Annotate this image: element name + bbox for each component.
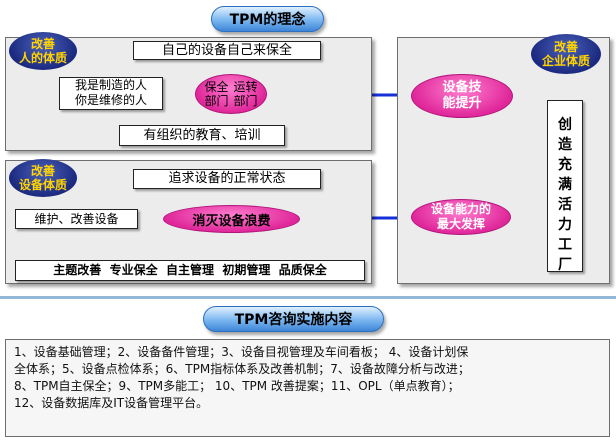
normal-state-box: 追求设备的正常状态 (133, 169, 321, 189)
activities-box: 主题改善 专业保全 自主管理 初期管理 品质保全 (15, 260, 365, 281)
enterprise-improvement-ellipse: 改善 企业体质 (531, 34, 601, 74)
people-improvement-ellipse: 改善 人的体质 (9, 32, 77, 70)
content-box: 1、设备基础管理；2、设备备件管理；3、设备目视管理及车间看板； 4、设备计划保… (5, 339, 610, 437)
max-capability-ellipse: 设备能力的 最大发挥 (411, 199, 511, 235)
bottom-title: TPM咨询实施内容 (203, 306, 384, 332)
section-divider (0, 296, 616, 299)
equipment-improvement-ellipse: 改善 设备体质 (9, 159, 77, 197)
maker-box: 我是制造的人 你是维修的人 (59, 77, 163, 110)
maker-line-2: 你是维修的人 (74, 93, 147, 107)
maintain-box: 维护、改善设备 (15, 209, 138, 229)
eliminate-waste-ellipse: 消灭设备浪费 (163, 205, 300, 233)
content-line-3: 8、TPM自主保全；9、TPM多能工； 10、TPM 改善提案；11、OPL（单… (14, 379, 460, 393)
education-box: 有组织的教育、培训 (119, 125, 285, 146)
content-line-1: 1、设备基础管理；2、设备备件管理；3、设备目视管理及车间看板； 4、设备计划保 (14, 345, 469, 359)
dept-right-line-2: 部门 (233, 94, 258, 108)
dept-left-line-2: 部门 (204, 94, 229, 108)
departments-ellipse: 保全 部门 运转 部门 (195, 74, 267, 114)
content-line-2: 全体系；5、设备点检体系；6、TPM指标体系及改善机制；7、设备故障分析与改进； (14, 362, 470, 376)
skill-up-ellipse: 设备技 能提升 (411, 74, 513, 118)
maker-line-1: 我是制造的人 (74, 78, 147, 92)
self-care-box: 自己的设备自己来保全 (133, 41, 321, 60)
top-title: TPM的理念 (211, 6, 324, 32)
dept-right-line-1: 运转 (233, 80, 258, 94)
dept-left-line-1: 保全 (204, 80, 229, 94)
vital-factory-box: 创 造 充 满 活 力 工 厂 (547, 100, 583, 273)
content-line-4: 12、设备数据库及IT设备管理平台。 (14, 396, 209, 410)
